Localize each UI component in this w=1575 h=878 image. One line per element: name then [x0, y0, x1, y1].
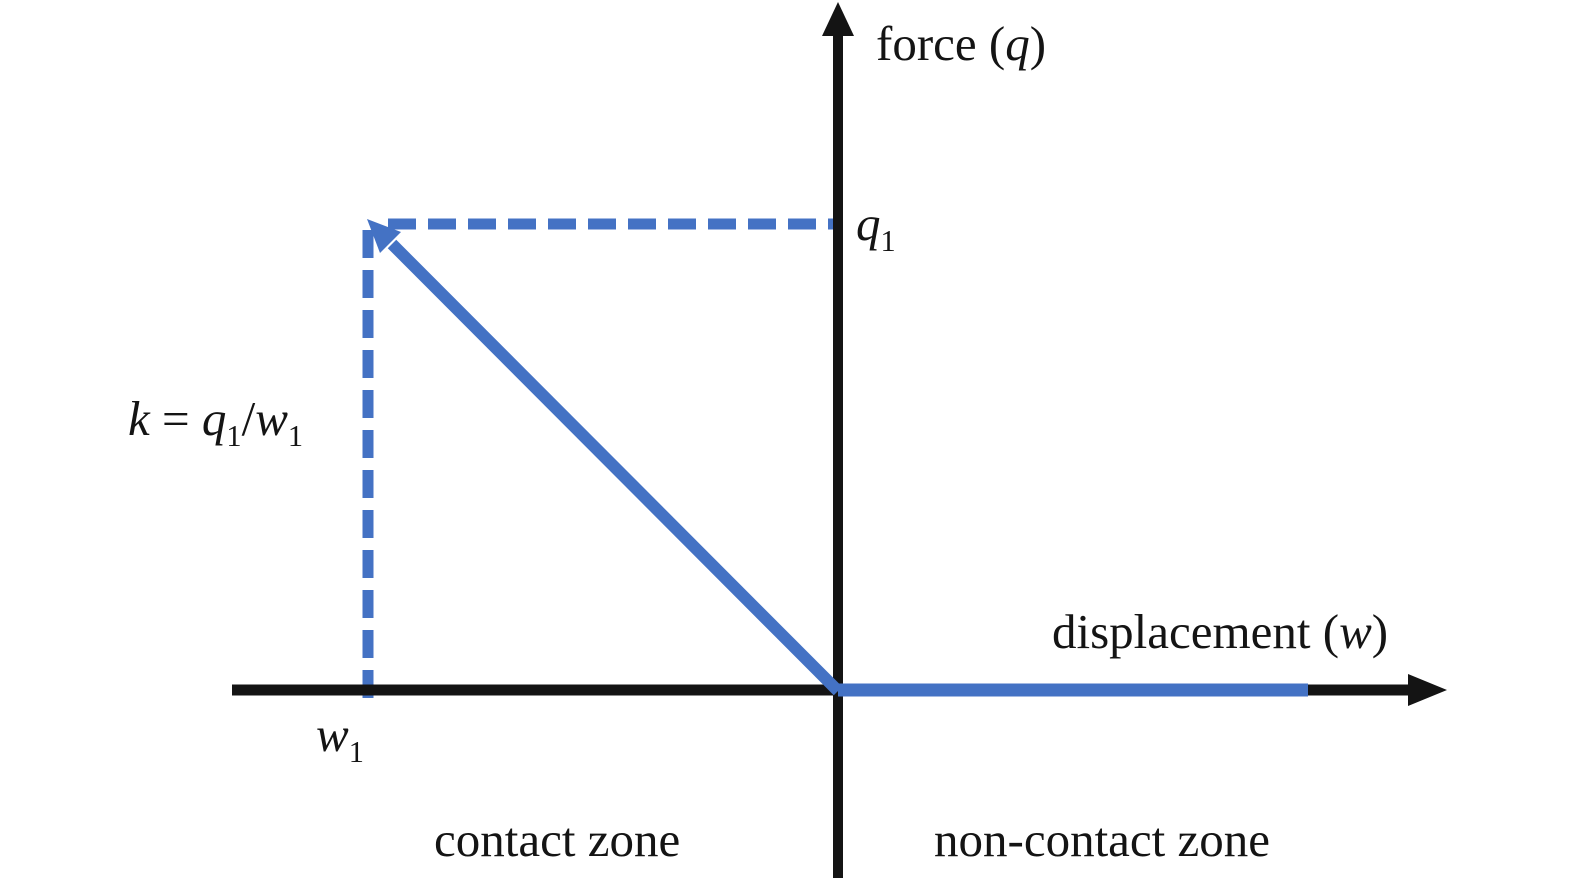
y-axis-label: force (q) — [876, 17, 1046, 71]
x-axis-label: displacement (w) — [1052, 605, 1388, 659]
y-axis-arrowhead — [822, 2, 854, 36]
w1-tick-label: w1 — [316, 707, 364, 767]
y-axis-label-pre: force ( — [876, 16, 1006, 71]
slope-eq: = — [149, 391, 202, 446]
slope-equation-label: k = q1/w1 — [128, 391, 303, 451]
slope-wsub: 1 — [287, 418, 304, 453]
w1-sub: 1 — [348, 734, 364, 769]
contact-zone-label: contact zone — [434, 812, 681, 867]
response-line-arrowhead — [367, 219, 401, 253]
slope-w: w — [255, 391, 288, 446]
response-line-contact — [387, 239, 843, 696]
q1-var: q — [856, 196, 881, 251]
q1-sub: 1 — [880, 223, 896, 258]
non-contact-zone-label: non-contact zone — [934, 812, 1271, 867]
x-axis-label-var: w — [1339, 604, 1372, 659]
slope-slash: / — [241, 391, 256, 446]
q1-tick-label: q1 — [856, 196, 896, 256]
slope-q: q — [201, 391, 227, 446]
y-axis-label-post: ) — [1029, 16, 1047, 71]
y-axis-label-var: q — [1005, 16, 1030, 71]
x-axis-label-pre: displacement ( — [1052, 604, 1340, 659]
x-axis-label-post: ) — [1371, 604, 1389, 659]
slope-k: k — [128, 391, 150, 446]
w1-var: w — [316, 707, 349, 762]
slope-qsub: 1 — [226, 418, 242, 453]
x-axis-arrowhead — [1408, 674, 1447, 706]
